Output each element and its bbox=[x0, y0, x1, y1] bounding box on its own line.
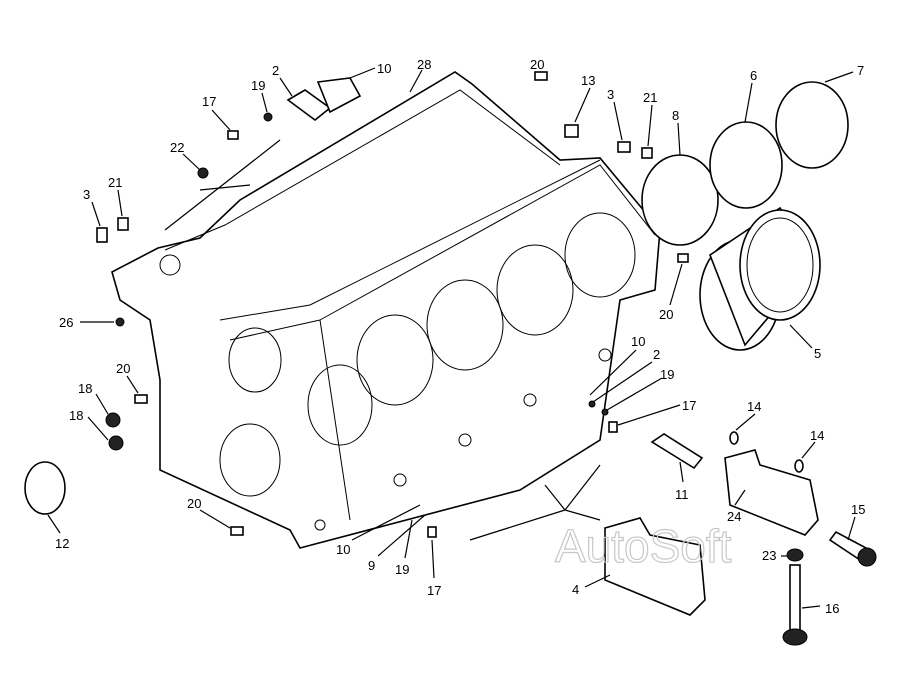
callout: 14 bbox=[810, 428, 824, 443]
bolt-16 bbox=[782, 548, 808, 646]
callout: 5 bbox=[814, 346, 821, 361]
callout: 17 bbox=[682, 398, 696, 413]
seal-ring-8 bbox=[641, 154, 719, 246]
bearing-cap-4 bbox=[604, 517, 706, 616]
gasket-10 bbox=[316, 77, 362, 114]
watermark: AutoSoft bbox=[555, 520, 732, 572]
callout: 8 bbox=[672, 108, 679, 123]
callout-labels: 2 10 28 20 7 6 13 3 21 8 17 19 22 3 21 2… bbox=[55, 57, 865, 616]
callout: 19 bbox=[395, 562, 409, 577]
callout: 20 bbox=[530, 57, 544, 72]
callout: 16 bbox=[825, 601, 839, 616]
callout: 28 bbox=[417, 57, 431, 72]
callout: 19 bbox=[251, 78, 265, 93]
axis-arrows bbox=[164, 139, 601, 541]
callout: 20 bbox=[116, 361, 130, 376]
leader-lines bbox=[47, 67, 856, 609]
callout: 22 bbox=[170, 140, 184, 155]
bolt-11 bbox=[650, 433, 704, 470]
small-fittings bbox=[96, 71, 804, 538]
bearing-cap-24 bbox=[724, 449, 819, 536]
cylinder-liner bbox=[699, 206, 821, 351]
callout: 2 bbox=[653, 347, 660, 362]
callout: 24 bbox=[727, 509, 741, 524]
callout: 4 bbox=[572, 582, 579, 597]
callout: 21 bbox=[643, 90, 657, 105]
callout: 23 bbox=[762, 548, 776, 563]
callout: 10 bbox=[377, 61, 391, 76]
callout: 11 bbox=[675, 487, 689, 502]
callout: 17 bbox=[427, 583, 441, 598]
callout: 3 bbox=[607, 87, 614, 102]
callout: 10 bbox=[336, 542, 350, 557]
callout: 7 bbox=[857, 63, 864, 78]
callout: 20 bbox=[659, 307, 673, 322]
callout: 21 bbox=[108, 175, 122, 190]
callout: 9 bbox=[368, 558, 375, 573]
callout: 14 bbox=[747, 399, 761, 414]
cylinder-bores bbox=[219, 212, 636, 497]
seal-ring-6 bbox=[709, 121, 783, 209]
callout: 2 bbox=[272, 63, 279, 78]
callout: 17 bbox=[202, 94, 216, 109]
callout: 3 bbox=[83, 187, 90, 202]
callout: 15 bbox=[851, 502, 865, 517]
callout: 18 bbox=[69, 408, 83, 423]
plug-12 bbox=[24, 461, 66, 515]
engine-block bbox=[111, 71, 661, 549]
callout: 20 bbox=[187, 496, 201, 511]
block-holes bbox=[159, 254, 612, 531]
callout: 18 bbox=[78, 381, 92, 396]
callout: 6 bbox=[750, 68, 757, 83]
callout: 13 bbox=[581, 73, 595, 88]
callout: 12 bbox=[55, 536, 69, 551]
callout: 19 bbox=[660, 367, 674, 382]
callout: 10 bbox=[631, 334, 645, 349]
bolt-15 bbox=[828, 530, 877, 567]
callout: 26 bbox=[59, 315, 73, 330]
seal-ring-7 bbox=[775, 81, 849, 169]
